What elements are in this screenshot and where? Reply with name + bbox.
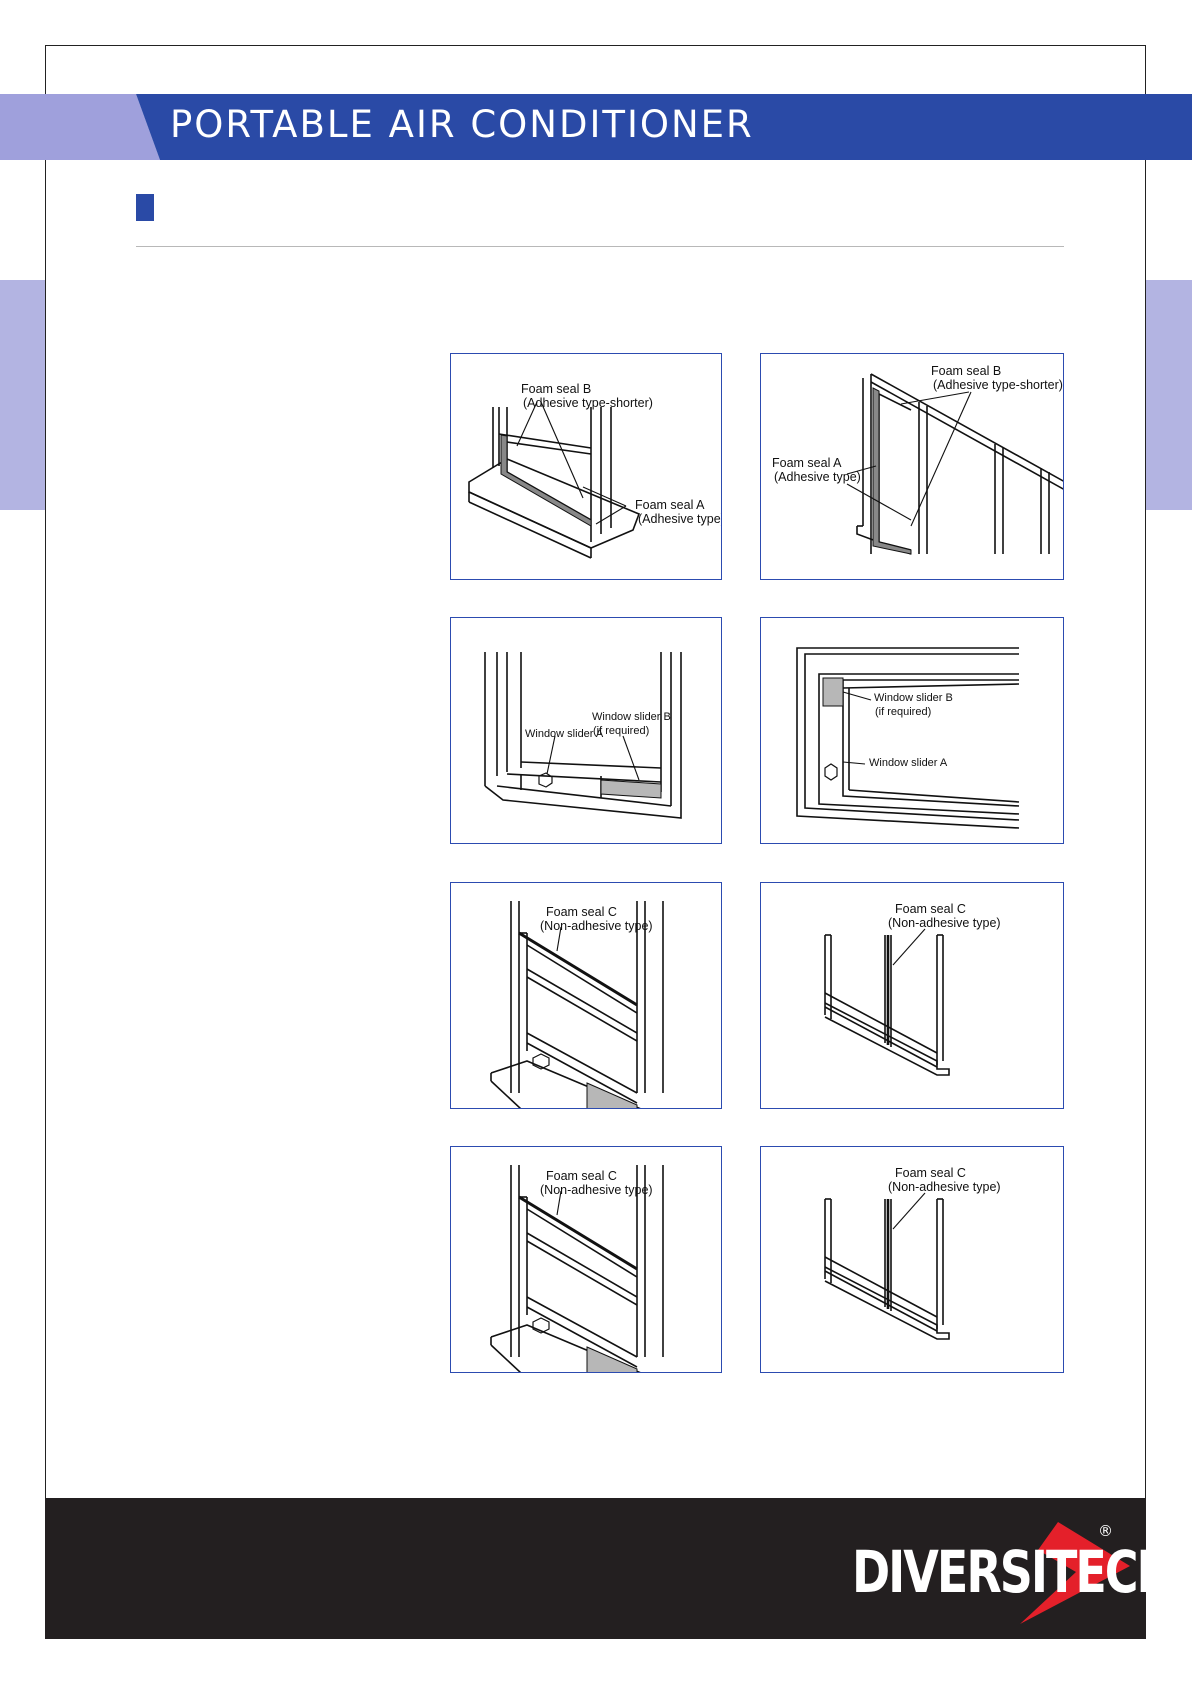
fig7-seal-c-label: Foam seal C — [546, 1169, 617, 1183]
side-tab-right — [1146, 280, 1192, 510]
figure-6-panel: Foam seal C (Non-adhesive type) — [760, 882, 1064, 1109]
fig3-slider-b-note: (if required) — [593, 725, 650, 737]
side-tab-left — [0, 280, 45, 510]
fig7-seal-c-type: (Non-adhesive type) — [540, 1183, 653, 1197]
logo-arrow-icon — [1020, 1522, 1130, 1624]
figure-3-illustration — [484, 652, 682, 819]
figure-1-panel: Foam seal B (Adhesive type-shorter) Foam… — [450, 353, 722, 580]
figure-7-illustration — [490, 1165, 664, 1372]
fig6-seal-c-type: (Non-adhesive type) — [888, 916, 1001, 930]
diversitech-logo: DIVERSITECH ® — [852, 1520, 1175, 1624]
logo-wordmark: DIVERSITECH — [852, 1538, 1175, 1606]
fig1-seal-a-label: Foam seal A — [635, 498, 705, 512]
header-band — [0, 94, 1192, 160]
footer-bar — [45, 1498, 1146, 1639]
figure-5-panel: Foam seal C (Non-adhesive type) — [450, 882, 722, 1109]
figure-7-panel: Foam seal C (Non-adhesive type) — [450, 1146, 722, 1373]
fig1-seal-b-label: Foam seal B — [521, 382, 592, 396]
fig6-seal-c-label: Foam seal C — [895, 902, 966, 916]
figure-4-panel: Window slider B (if required) Window sli… — [760, 617, 1064, 844]
figure-4-illustration — [796, 647, 1020, 829]
section-divider — [136, 246, 1064, 247]
fig1-seal-a-type: (Adhesive type) — [638, 512, 722, 526]
figure-2-illustration — [846, 373, 1063, 555]
figure-1-illustration — [468, 401, 641, 559]
fig8-seal-c-type: (Non-adhesive type) — [888, 1180, 1001, 1194]
registered-mark: ® — [1098, 1522, 1113, 1540]
fig4-slider-b-label: Window slider B — [874, 692, 953, 704]
fig3-slider-b-label: Window slider B — [592, 711, 671, 723]
fig3-slider-a-label: Window slider A — [525, 728, 604, 740]
fig5-seal-c-type: (Non-adhesive type) — [540, 919, 653, 933]
figure-8-panel: Foam seal C (Non-adhesive type) — [760, 1146, 1064, 1373]
page-title: PORTABLE AIR CONDITIONER — [170, 103, 754, 146]
figure-2-panel: Foam seal B (Adhesive type-shorter) Foam… — [760, 353, 1064, 580]
fig2-seal-b-label: Foam seal B — [931, 364, 1002, 378]
figure-8-illustration — [824, 1192, 950, 1340]
fig1-seal-b-type: (Adhesive type-shorter) — [523, 396, 653, 410]
fig4-slider-a-label: Window slider A — [869, 757, 948, 769]
fig5-seal-c-label: Foam seal C — [546, 905, 617, 919]
fig2-seal-b-type: (Adhesive type-shorter) — [933, 378, 1063, 392]
fig2-seal-a-label: Foam seal A — [772, 456, 842, 470]
figure-6-illustration — [824, 928, 950, 1076]
fig2-seal-a-type: (Adhesive type) — [774, 470, 861, 484]
fig8-seal-c-label: Foam seal C — [895, 1166, 966, 1180]
figure-3-panel: Window slider A Window slider B (if requ… — [450, 617, 722, 844]
section-marker — [136, 194, 154, 221]
figure-5-illustration — [490, 901, 664, 1108]
fig4-slider-b-note: (if required) — [875, 706, 932, 718]
